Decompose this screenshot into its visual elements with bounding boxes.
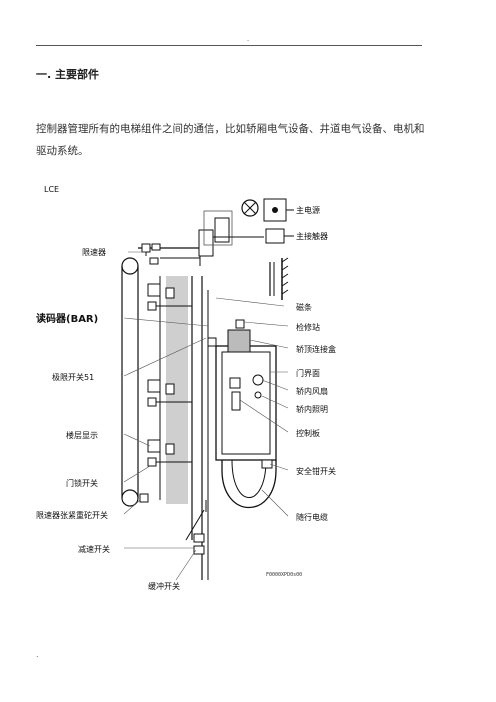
lce-box bbox=[203, 210, 233, 246]
label-slack-switch: 减速开关 bbox=[78, 544, 110, 554]
label-magnet-strip: 磁条 bbox=[296, 302, 312, 312]
main-contactor-box bbox=[265, 228, 285, 244]
label-code: F0000XPD0s00 bbox=[266, 572, 302, 578]
travel-cable bbox=[221, 460, 277, 508]
label-inspection: 检修站 bbox=[296, 322, 320, 332]
governor-pulley bbox=[121, 257, 139, 275]
body-paragraph: 控制器管理所有的电梯组件之间的通信，比如轿厢电气设备、井道电气设备、电机和驱动系… bbox=[36, 123, 425, 157]
label-buffer-switch: 缓冲开关 bbox=[148, 581, 180, 591]
label-limit-switch: 极限开关51 bbox=[52, 372, 94, 382]
label-speed-limiter: 限速器 bbox=[82, 248, 106, 257]
car-fan-icon bbox=[252, 374, 264, 386]
label-tension-switch: 限速器张紧重砣开关 bbox=[36, 510, 108, 520]
label-safety-gear: 安全钳开关 bbox=[296, 466, 336, 476]
elevator-car bbox=[215, 345, 277, 461]
label-lce: LCE bbox=[44, 185, 59, 194]
car-top-box bbox=[227, 329, 251, 353]
section-heading: 一. 主要部件 bbox=[36, 68, 100, 81]
label-car-light: 轿内照明 bbox=[296, 404, 328, 414]
label-door-lock: 门锁开关 bbox=[66, 478, 98, 488]
header-mark: . bbox=[246, 34, 250, 43]
main-power-icon bbox=[241, 199, 259, 217]
car-light-icon bbox=[254, 391, 262, 399]
footer-mark: . bbox=[36, 650, 39, 659]
label-control-panel: 控制板 bbox=[296, 428, 320, 438]
label-reader: 读码器(BAR) bbox=[36, 312, 98, 325]
label-main-contactor: 主接触器 bbox=[296, 231, 328, 241]
label-car-fan: 轿内风扇 bbox=[296, 386, 328, 396]
label-travel-cable: 随行电缆 bbox=[296, 512, 328, 522]
label-main-power: 主电源 bbox=[296, 205, 320, 215]
label-car-top-box: 轿顶连接盒 bbox=[296, 344, 336, 354]
header-rule bbox=[36, 45, 422, 46]
label-door-operator: 门界面 bbox=[296, 368, 320, 378]
label-floor-display: 楼层显示 bbox=[66, 430, 98, 440]
